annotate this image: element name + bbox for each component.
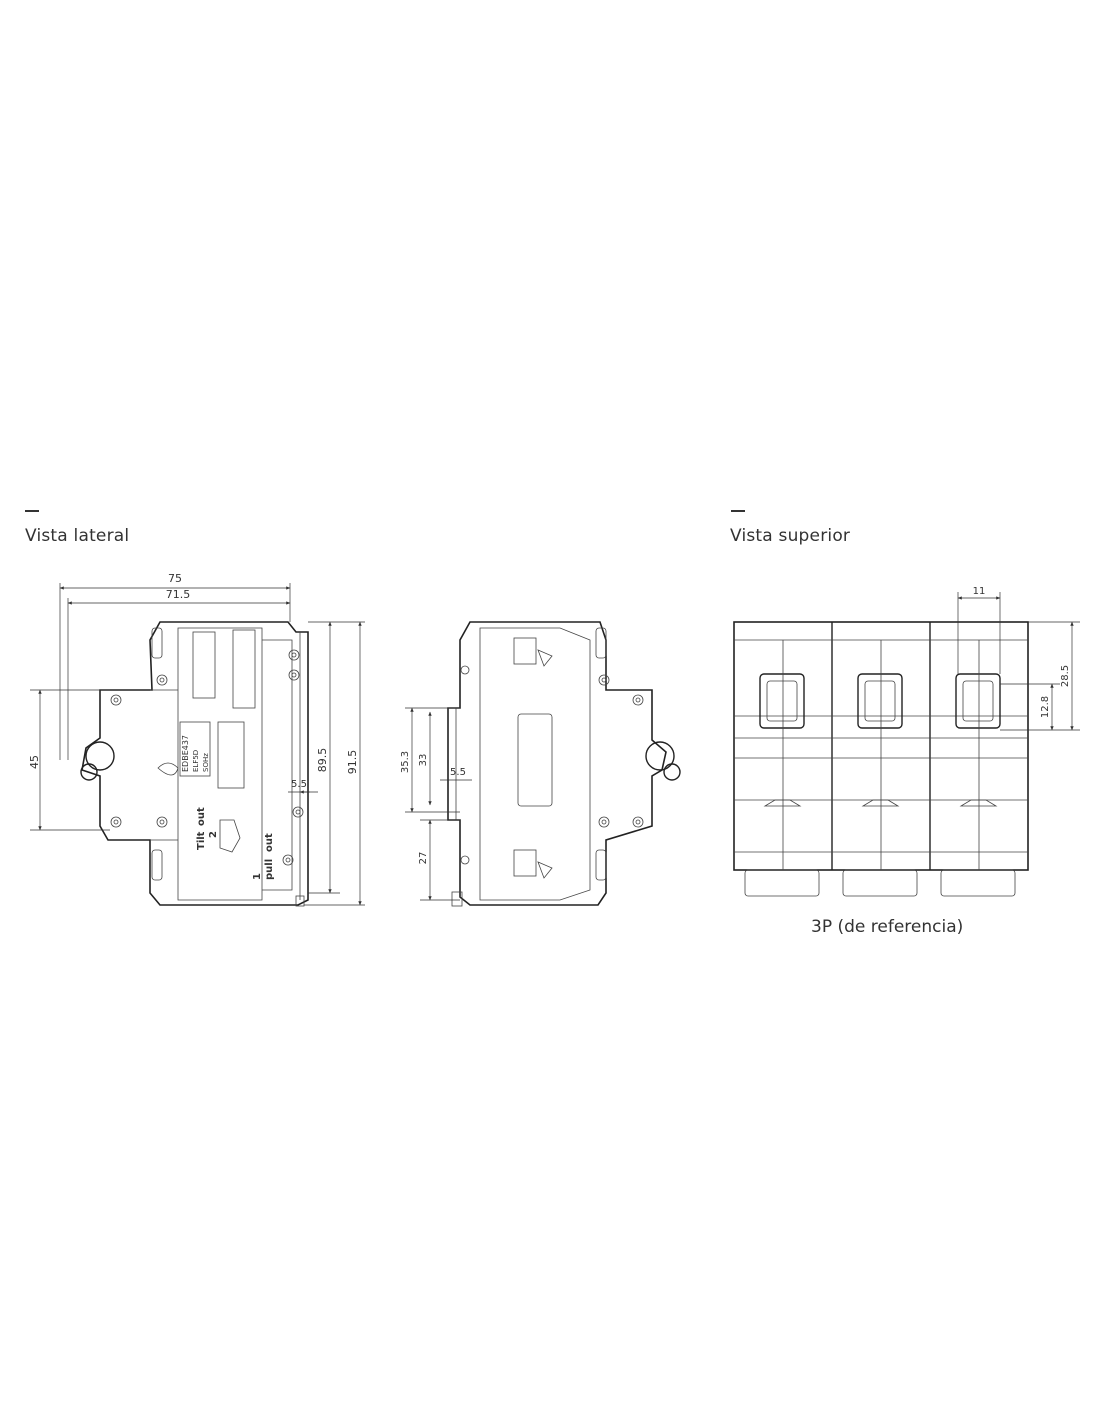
top-view-pole-2 xyxy=(842,640,918,897)
label-line-2: ELF5D xyxy=(192,750,200,772)
pull-label-3: out xyxy=(264,833,275,852)
dim-12-8: 12.8 xyxy=(1040,696,1051,718)
dim-28-5: 28.5 xyxy=(1060,665,1071,687)
side-view-drawing: EDBE437 ELF5D SOHz Tilt out 2 1 pull out… xyxy=(28,572,365,907)
top-view-dash xyxy=(731,510,745,512)
back-view-window xyxy=(517,713,553,807)
dim-45: 45 xyxy=(28,755,41,769)
back-view-symbol-top xyxy=(513,637,553,667)
tilt-label-3: 2 xyxy=(208,831,219,838)
tilt-label-2: out xyxy=(196,807,207,826)
back-view-body xyxy=(447,621,667,906)
dim-89-5: 89.5 xyxy=(316,748,329,773)
tilt-label-1: Tilt xyxy=(196,831,207,850)
top-view-pole-3 xyxy=(940,640,1016,897)
top-view-drawing: 11 28.5 12.8 xyxy=(733,586,1080,897)
side-dim-5-5: 5.5 xyxy=(291,779,307,790)
label-line-3: SOHz xyxy=(202,753,210,772)
top-view-title: Vista superior xyxy=(730,526,851,546)
dim-33: 33 xyxy=(418,754,429,767)
label-line-1: EDBE437 xyxy=(181,735,190,772)
side-view-dash xyxy=(25,510,39,512)
top-view-caption: 3P (de referencia) xyxy=(811,917,964,937)
side-view-knob xyxy=(85,741,115,771)
dim-75: 75 xyxy=(168,572,182,585)
dim-71-5: 71.5 xyxy=(166,588,191,601)
top-view-pole-1 xyxy=(744,640,820,897)
pull-label-2: pull xyxy=(264,859,275,880)
dim-91-5: 91.5 xyxy=(346,750,359,775)
dim-27: 27 xyxy=(418,852,429,865)
pull-label-1: 1 xyxy=(252,873,263,880)
dim-11: 11 xyxy=(973,586,986,597)
dim-35-3: 35.3 xyxy=(400,751,411,773)
back-view-drawing: 35.3 33 5.5 27 xyxy=(400,621,681,907)
back-dim-5-5: 5.5 xyxy=(450,767,466,778)
side-view-label-box xyxy=(232,629,256,709)
side-view-title: Vista lateral xyxy=(25,526,130,546)
back-view-symbol-bottom xyxy=(513,849,553,879)
